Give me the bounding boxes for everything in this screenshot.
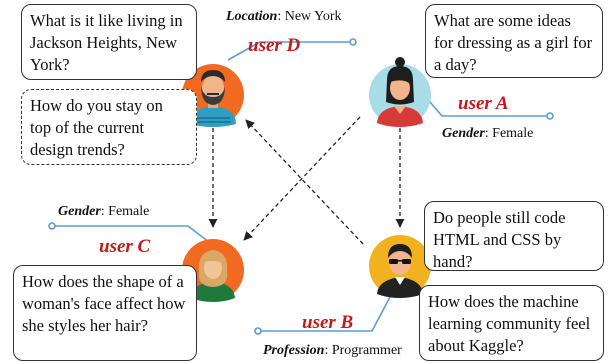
attribute-value: Programmer xyxy=(331,343,402,358)
question-bubble-d-2: How do you stay on top of the current de… xyxy=(21,89,197,165)
attribute-key: Gender xyxy=(442,126,485,141)
attribute-key: Gender xyxy=(58,204,101,219)
question-bubble-b-1: Do people still code HTML and CSS by han… xyxy=(424,201,604,271)
woman-black-hair-avatar-icon xyxy=(369,57,431,127)
user-a-attribute: Gender: Female xyxy=(442,126,534,141)
user-d-attribute: Location: New York xyxy=(226,9,342,24)
arrow-a-to-c xyxy=(243,116,361,241)
connector-d xyxy=(227,38,357,61)
user-d-label: user D xyxy=(248,35,301,56)
arrow-b-to-d xyxy=(245,119,364,245)
user-b-attribute: Profession: Programmer xyxy=(263,343,402,358)
user-b-label: user B xyxy=(302,312,354,333)
bearded-man-avatar-icon xyxy=(182,64,244,127)
dashed-arrows xyxy=(208,116,405,245)
question-bubble-c-1: How does the shape of a woman's face aff… xyxy=(13,265,197,361)
attribute-value: Female xyxy=(492,126,534,141)
connector-b xyxy=(254,296,391,335)
question-bubble-a-1: What are some ideas for dressing as a gi… xyxy=(425,4,603,78)
attribute-value: Female xyxy=(108,204,150,219)
user-c-attribute: Gender: Female xyxy=(58,204,150,219)
question-bubble-b-2: How does the machine learning community … xyxy=(419,285,604,361)
user-a-label: user A xyxy=(458,93,509,114)
attribute-key: Profession xyxy=(263,343,325,358)
woman-blonde-avatar-icon xyxy=(182,239,244,302)
attribute-key: Location xyxy=(226,9,278,24)
question-bubble-d-1: What is it like living in Jackson Height… xyxy=(21,4,197,80)
man-sunglasses-avatar-icon xyxy=(369,235,431,298)
user-c-label: user C xyxy=(99,236,151,257)
attribute-value: New York xyxy=(284,9,342,24)
